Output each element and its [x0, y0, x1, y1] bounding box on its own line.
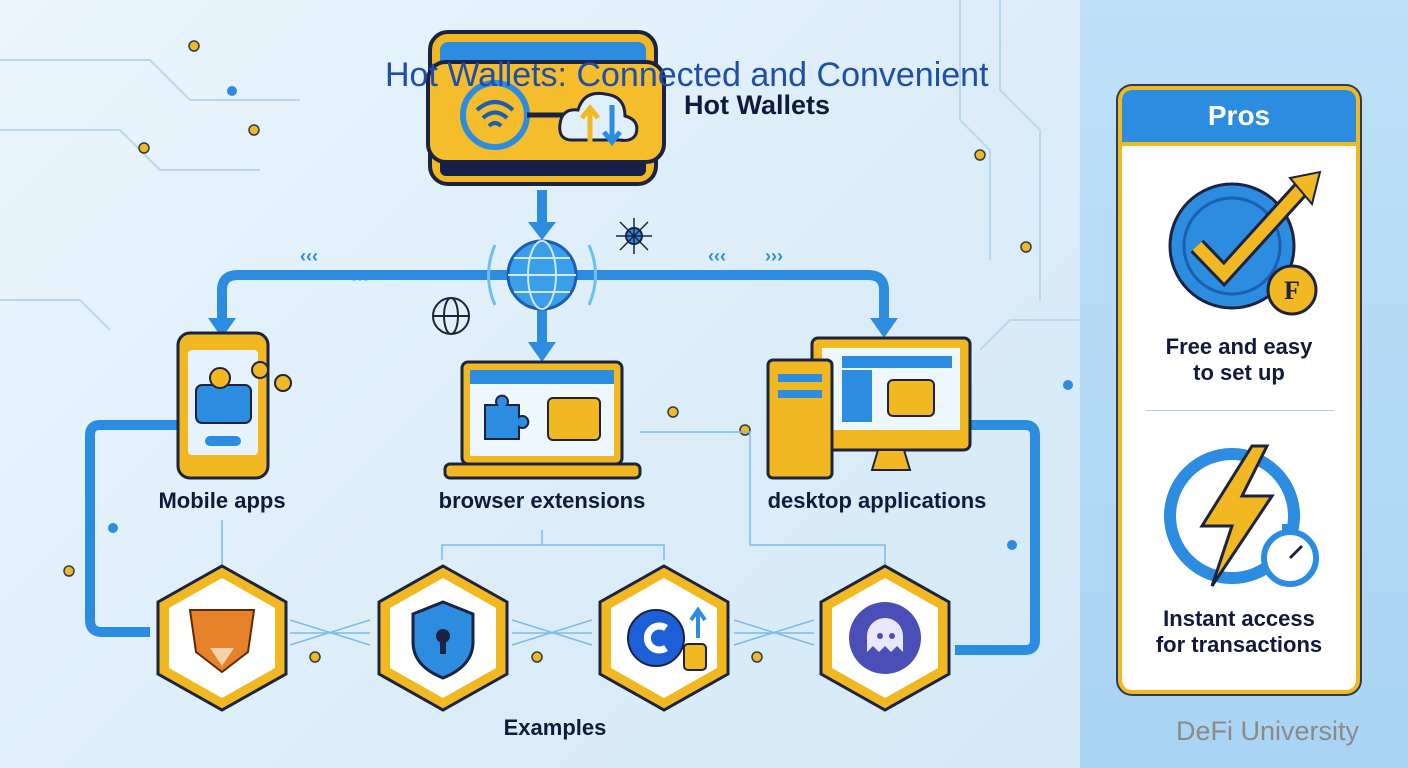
globe-icon — [487, 239, 597, 311]
desktop-computer-icon — [766, 336, 972, 480]
example-hexagons — [156, 564, 951, 712]
brand-watermark: DeFi University — [1176, 716, 1360, 746]
svg-text:‹‹‹: ‹‹‹ — [708, 246, 726, 266]
category-label-mobile: Mobile apps — [158, 488, 286, 513]
coinbase-coins-icon — [598, 564, 730, 712]
pro-item-free: Free and easy to set up — [1122, 334, 1356, 386]
svg-text:F: F — [1284, 276, 1300, 305]
lightning-stopwatch-icon — [1164, 444, 1319, 587]
pro-line: to set up — [1193, 360, 1285, 385]
svg-text:‹‹‹: ‹‹‹ — [300, 246, 318, 266]
divider — [1146, 410, 1334, 411]
pro-line: Free and easy — [1165, 334, 1313, 359]
hot-wallet-icon — [426, 30, 666, 186]
metamask-fox-icon — [156, 564, 288, 712]
pro-line: for transactions — [1155, 632, 1323, 657]
pro-line: Instant access — [1163, 606, 1315, 631]
svg-text:›››: ››› — [765, 246, 783, 266]
checkmark-coin-icon: F — [1168, 170, 1322, 316]
pros-card: Pros F Free and easy to set up Instant a… — [1118, 86, 1360, 694]
examples-label: Examples — [503, 715, 607, 740]
category-label-browser: browser extensions — [438, 488, 646, 513]
connection-pipes — [85, 190, 1040, 655]
pros-heading: Pros — [1122, 90, 1356, 146]
pro-item-instant: Instant access for transactions — [1122, 606, 1356, 658]
category-label-desktop: desktop applications — [767, 488, 987, 513]
diagram-graphics: ‹‹‹ ››› ‹‹‹ ››› — [0, 0, 1080, 712]
phantom-ghost-icon — [819, 564, 951, 712]
small-globe-icon — [432, 297, 470, 335]
browser-extension-icon — [443, 360, 642, 480]
page-title: Hot Wallets: Connected and Convenient — [385, 56, 989, 94]
mobile-wallet-icon — [176, 331, 292, 480]
network-node-icon — [616, 218, 652, 254]
hot-wallets-heading: Hot Wallets — [684, 90, 831, 120]
shield-lock-icon — [377, 564, 509, 712]
svg-text:›››: ››› — [352, 266, 370, 286]
